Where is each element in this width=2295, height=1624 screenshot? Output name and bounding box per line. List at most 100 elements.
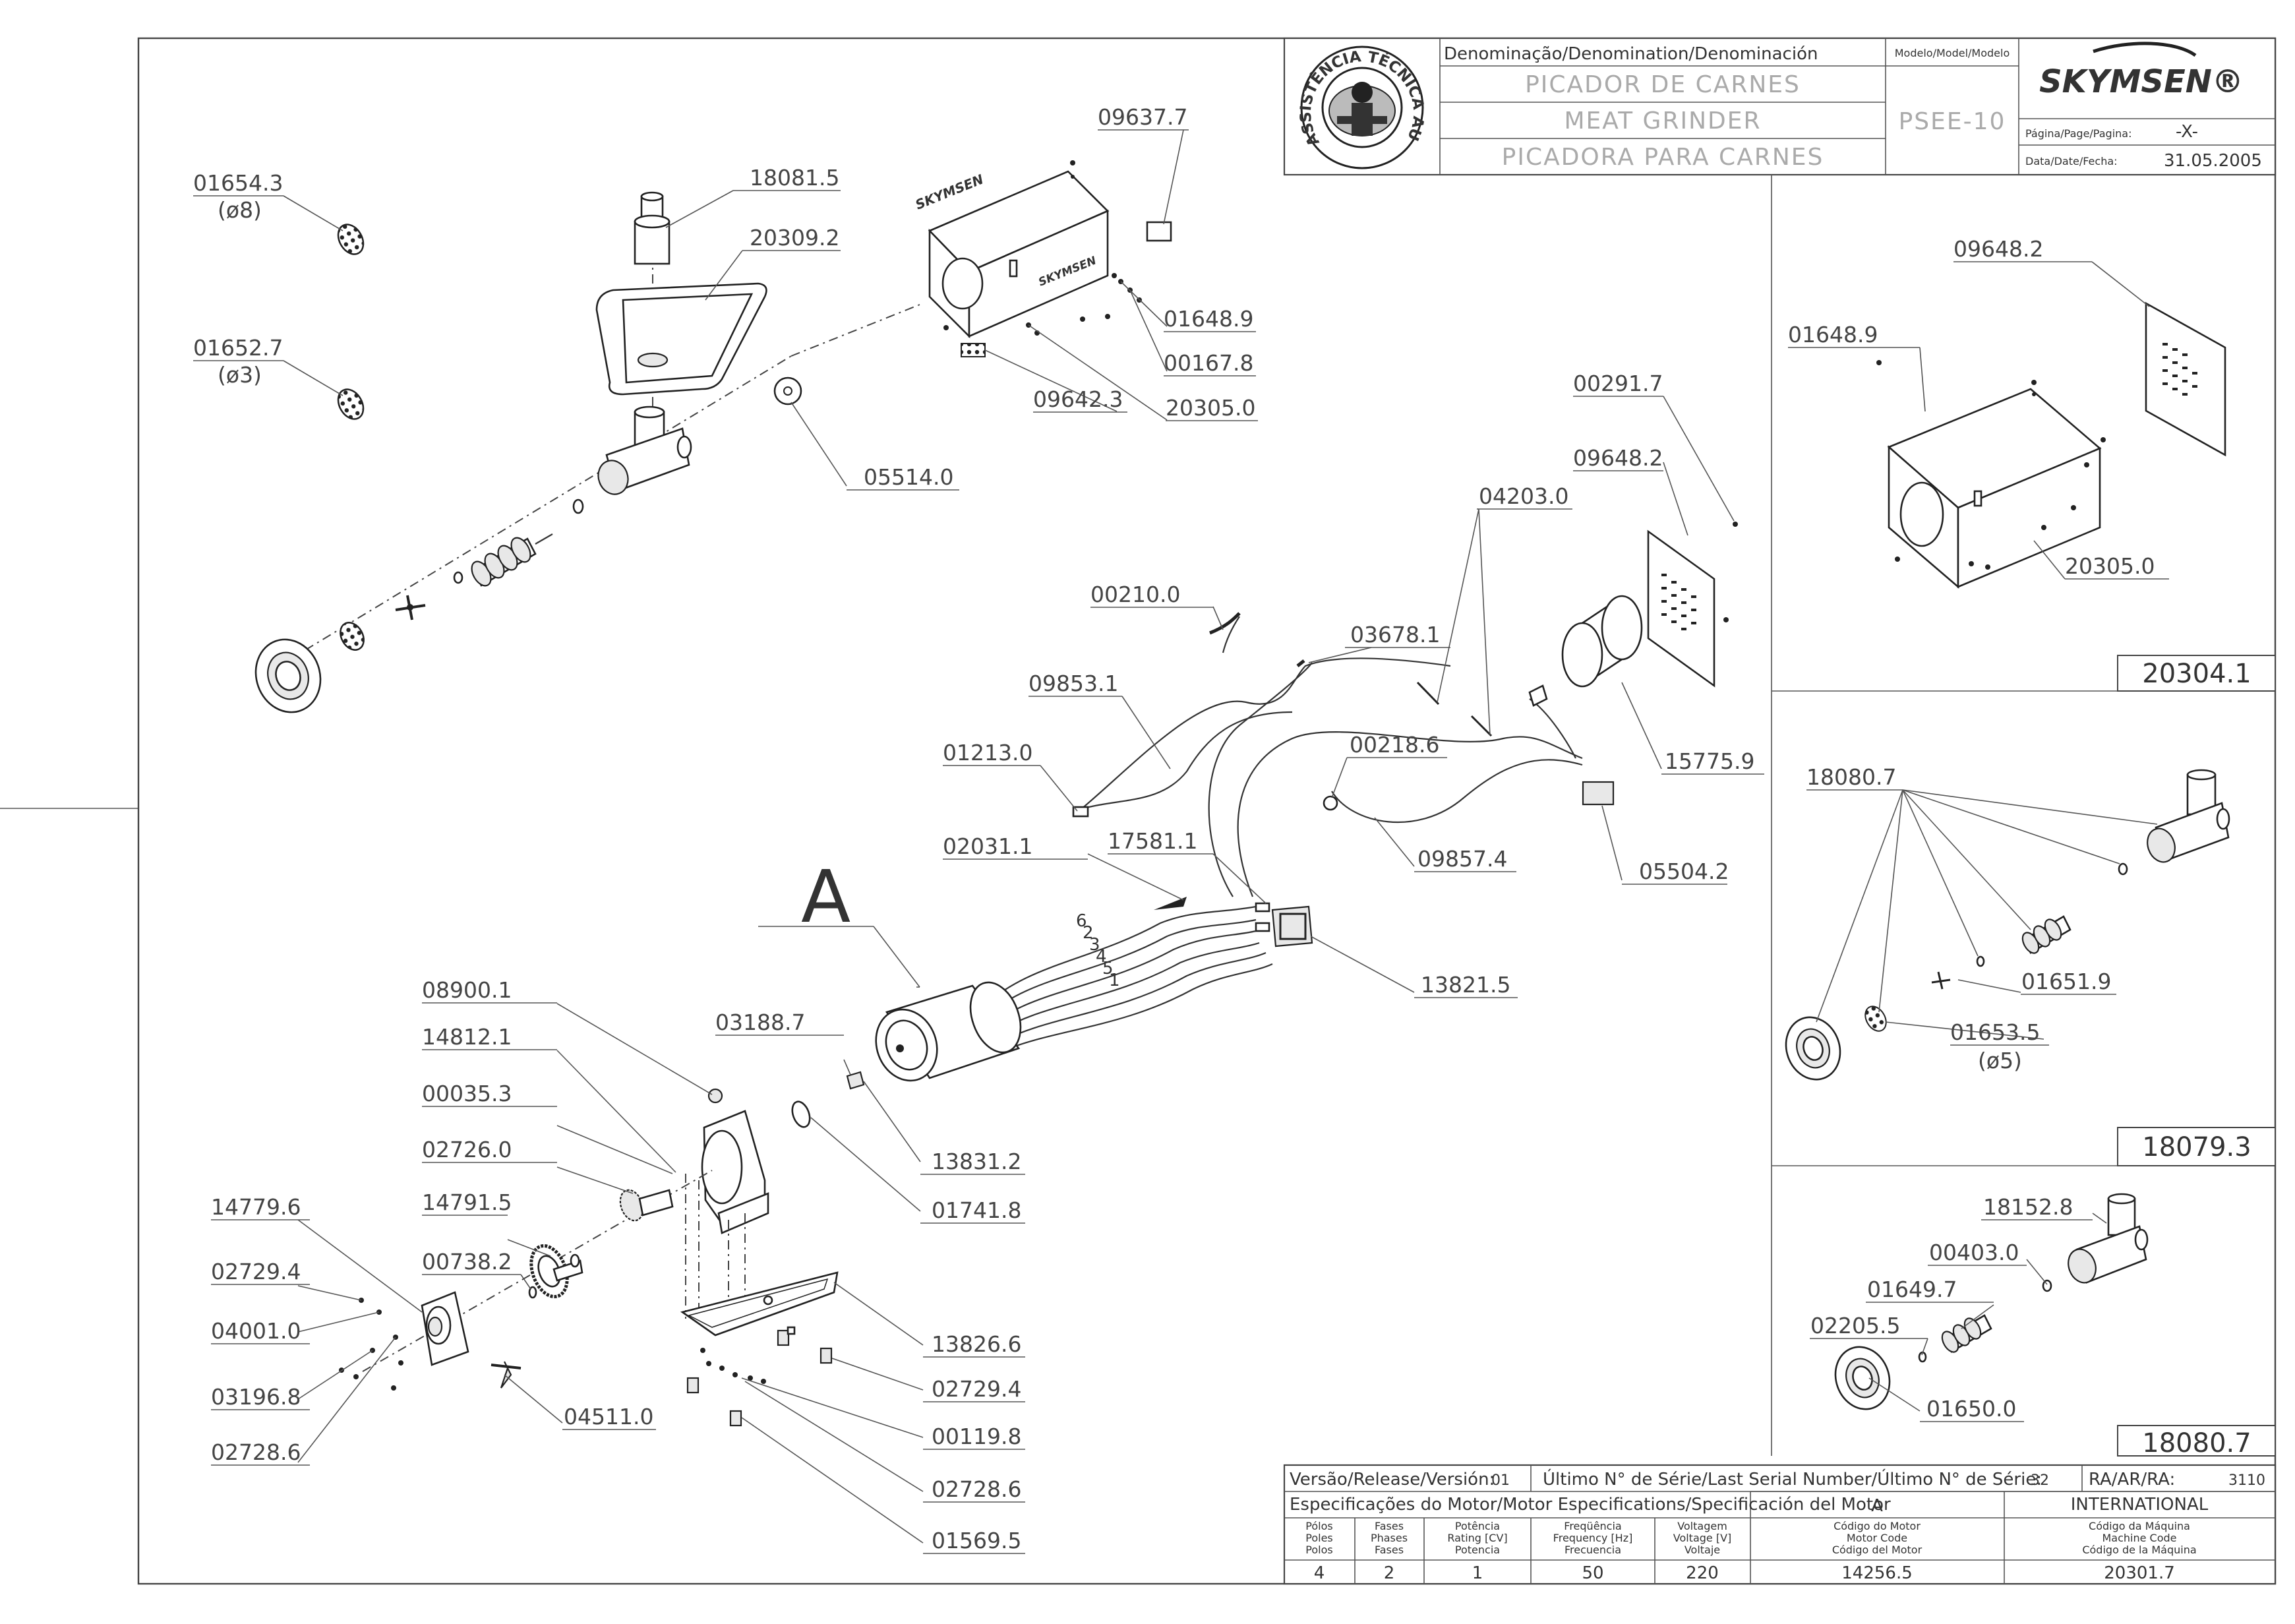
page-value: -X- — [2176, 122, 2198, 142]
svg-text:20309.2: 20309.2 — [750, 225, 839, 251]
svg-text:05514.0: 05514.0 — [864, 464, 953, 490]
callout-05514-0: 05514.0 — [847, 464, 959, 491]
svg-text:14812.1: 14812.1 — [422, 1024, 512, 1050]
callout-d8: (ø8) — [218, 197, 262, 223]
panel-leader-lines — [1816, 261, 2158, 1412]
svg-text:01648.9: 01648.9 — [1164, 306, 1253, 332]
callout-04001-0: 04001.0 — [211, 1318, 310, 1344]
panel3-callout-18152-8: 18152.8 — [1981, 1194, 2093, 1220]
motor-housing: SKYMSEN SKYMSEN — [913, 170, 1110, 339]
rubber-feet — [686, 1326, 833, 1427]
ra-value: 3110 — [2228, 1472, 2265, 1489]
plate-8mm — [337, 224, 365, 255]
svg-text:02205.5: 02205.5 — [1810, 1313, 1900, 1338]
svg-text:01569.5: 01569.5 — [932, 1528, 1021, 1553]
callout-09637-7: 09637.7 — [1098, 104, 1189, 131]
version-label: Versão/Release/Versión: — [1290, 1470, 1495, 1489]
callout-13831-2: 13831.2 — [920, 1149, 1025, 1175]
fan-shroud — [1561, 595, 1643, 688]
callout-01741-8: 01741.8 — [920, 1197, 1025, 1224]
axis-plate — [340, 622, 365, 651]
callout-03188-7: 03188.7 — [715, 1009, 844, 1036]
panel-code-18079-3: 18079.3 — [2142, 1132, 2251, 1162]
motor-spec-table: Versão/Release/Versión: 01 Último N° de … — [1283, 1464, 2277, 1585]
panel-18080-7-sketch — [1834, 1193, 2149, 1410]
callout-02729-4-b: 02729.4 — [923, 1376, 1025, 1402]
svg-text:09648.2: 09648.2 — [1953, 236, 2043, 262]
svg-text:01653.5: 01653.5 — [1950, 1019, 2040, 1045]
wiring-harness — [1072, 612, 1583, 897]
panel-code-20304-1: 20304.1 — [2142, 659, 2251, 689]
callout-05504-2: 05504.2 — [1622, 858, 1729, 885]
svg-text:13821.5: 13821.5 — [1421, 972, 1510, 998]
callout-00218-6: 00218.6 — [1347, 732, 1447, 758]
label-05504-2 — [1582, 781, 1615, 806]
ra-label: RA/AR/RA: — [2089, 1470, 2175, 1489]
callout-00738-2: 00738.2 — [422, 1249, 521, 1275]
callout-02726-0: 02726.0 — [422, 1137, 557, 1163]
svg-text:Potencia: Potencia — [1455, 1544, 1500, 1556]
leader-lines — [283, 129, 1735, 1544]
date-label: Data/Date/Fecha: — [2025, 155, 2118, 167]
motor-spec-letter: A — [1871, 1496, 1883, 1516]
version-value: 01 — [1491, 1472, 1510, 1489]
spec-col-motor-code: Código do Motor Motor Code Código del Mo… — [1832, 1520, 1922, 1583]
label-09637-7 — [1146, 221, 1172, 242]
front-cover — [421, 1291, 469, 1366]
panel2-callout-01653-5: 01653.5 — [1950, 1019, 2049, 1046]
callout-14779-6: 14779.6 — [211, 1194, 310, 1220]
callout-09648-2: 09648.2 — [1573, 445, 1663, 471]
svg-text:Potência: Potência — [1455, 1520, 1500, 1532]
callout-02728-6-a: 02728.6 — [211, 1439, 310, 1466]
spec-col-phases: Fases Phases Fases 2 — [1371, 1520, 1408, 1583]
svg-text:Polos: Polos — [1305, 1544, 1332, 1556]
panel1-callout-01648-9: 01648.9 — [1788, 322, 1920, 348]
svg-text:01213.0: 01213.0 — [943, 740, 1032, 766]
spec-col-frequency: Freqüência Frequency [Hz] Frecuencia 50 — [1553, 1520, 1633, 1583]
svg-text:01648.9: 01648.9 — [1788, 322, 1878, 347]
label-09642-3 — [961, 343, 986, 357]
svg-text:01649.7: 01649.7 — [1867, 1277, 1957, 1302]
pusher — [634, 191, 671, 265]
svg-text:01741.8: 01741.8 — [932, 1197, 1021, 1223]
svg-text:Fases: Fases — [1375, 1544, 1404, 1556]
callout-03678-1: 03678.1 — [1345, 622, 1450, 648]
svg-text:Código de la Máquina: Código de la Máquina — [2082, 1544, 2196, 1556]
svg-text:01651.9: 01651.9 — [2021, 969, 2111, 994]
gear-small — [619, 1189, 674, 1222]
motor-spec-header: Especificações do Motor/Motor Especifica… — [1290, 1495, 1891, 1515]
back-panel — [1647, 522, 1738, 688]
callout-08900-1: 08900.1 — [422, 977, 557, 1004]
brand-logo: SKYMSEN® — [2039, 42, 2244, 100]
panel3-callout-01650-0: 01650.0 — [1920, 1396, 2024, 1422]
wire-number-labels: 6 2 3 4 5 1 — [1076, 911, 1120, 990]
serial-label: Último N° de Série/Last Serial Number/Úl… — [1543, 1468, 2042, 1489]
callout-01652-7: 01652.7 — [193, 335, 283, 361]
svg-text:09637.7: 09637.7 — [1098, 104, 1187, 130]
callout-15775-9: 15775.9 — [1661, 748, 1764, 775]
svg-text:00218.6: 00218.6 — [1350, 732, 1439, 758]
svg-text:00210.0: 00210.0 — [1090, 582, 1180, 607]
svg-text:05504.2: 05504.2 — [1639, 858, 1729, 884]
svg-text:00291.7: 00291.7 — [1573, 371, 1663, 396]
panel-18079-3-sketch — [1785, 769, 2230, 1081]
svg-text:Phases: Phases — [1371, 1532, 1408, 1544]
main-callouts: 01654.3 (ø8) 01652.7 (ø3) 18081.5 20309.… — [193, 104, 1764, 1554]
svg-text:Motor Code: Motor Code — [1847, 1532, 1907, 1544]
motor — [875, 981, 1022, 1082]
svg-text:00167.8: 00167.8 — [1164, 350, 1253, 376]
motor-wires — [978, 897, 1273, 1053]
svg-text:09853.1: 09853.1 — [1028, 671, 1118, 696]
callout-04203-0: 04203.0 — [1479, 483, 1572, 510]
spec-col-poles: Pólos Poles Polos 4 — [1305, 1520, 1333, 1583]
knife — [395, 595, 426, 620]
svg-text:02031.1: 02031.1 — [943, 833, 1032, 859]
wire-number-4: 4 — [1096, 947, 1107, 967]
feed-tray — [595, 282, 767, 396]
market-label: INTERNATIONAL — [2071, 1495, 2209, 1515]
svg-text:Código do Motor: Código do Motor — [1833, 1520, 1921, 1532]
denomination-header: Denominação/Denomination/Denominación — [1444, 44, 1818, 64]
svg-text:18081.5: 18081.5 — [750, 165, 839, 191]
svg-text:Código del Motor: Código del Motor — [1832, 1544, 1922, 1556]
svg-text:13826.6: 13826.6 — [932, 1331, 1021, 1357]
